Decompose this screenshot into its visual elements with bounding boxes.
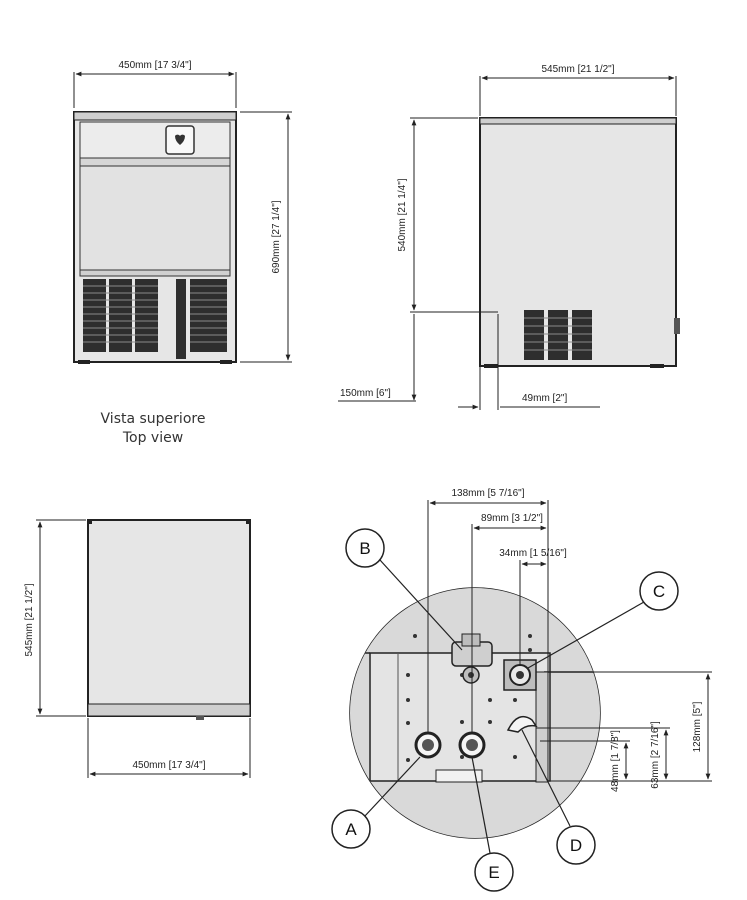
detail-view: 138mm [5 7/16"] 89mm [3 1/2"] 34mm [1 5/… xyxy=(331,488,712,892)
side-depth-label: 545mm [21 1/2"] xyxy=(541,64,614,75)
dim-63-label: 63mm [2 7/16"] xyxy=(650,721,661,789)
dim-138-label: 138mm [5 7/16"] xyxy=(451,488,524,499)
callout-e-label: E xyxy=(488,863,499,882)
side-offset-label: 150mm [6"] xyxy=(340,388,391,399)
side-back-label: 49mm [2"] xyxy=(522,393,567,404)
drain-hose xyxy=(506,715,538,733)
front-height-label: 690mm [27 1/4"] xyxy=(271,200,282,273)
side-louvers xyxy=(524,310,592,360)
callout-a-label: A xyxy=(345,820,357,839)
top-depth-label: 545mm [21 1/2"] xyxy=(24,583,35,656)
callout-a: A xyxy=(331,809,371,849)
dim-89-label: 89mm [3 1/2"] xyxy=(481,513,543,524)
front-louvers xyxy=(83,279,227,359)
side-height-label: 540mm [21 1/4"] xyxy=(397,178,408,251)
dim-34-label: 34mm [1 5/16"] xyxy=(499,548,567,559)
callout-d-label: D xyxy=(570,836,582,855)
side-view: 545mm [21 1/2"] 540mm [21 1/4"] 150mm [6… xyxy=(338,64,680,410)
badge-emblem-icon xyxy=(175,134,185,145)
top-view-caption-en: Top view xyxy=(122,430,183,446)
front-width-label: 450mm [17 3/4"] xyxy=(118,60,191,71)
top-view-caption-it: Vista superiore xyxy=(101,411,206,427)
callout-c-label: C xyxy=(653,582,665,601)
top-body xyxy=(87,519,251,717)
top-width-label: 450mm [17 3/4"] xyxy=(132,760,205,771)
front-door xyxy=(79,165,231,271)
callout-c: C xyxy=(639,571,679,611)
callout-b-label: B xyxy=(359,539,370,558)
callout-e: E xyxy=(474,852,514,892)
dim-128-label: 128mm [5"] xyxy=(692,701,703,752)
front-view: 450mm [17 3/4"] 690mm [27 1/4"] xyxy=(73,60,292,364)
top-view: Vista superiore Top view 545mm [21 1/2"]… xyxy=(24,411,251,778)
dim-48-label: 48mm [1 7/8"] xyxy=(610,730,621,792)
callout-d: D xyxy=(556,825,596,865)
callout-b: B xyxy=(345,528,385,568)
front-top-panel xyxy=(79,121,231,159)
